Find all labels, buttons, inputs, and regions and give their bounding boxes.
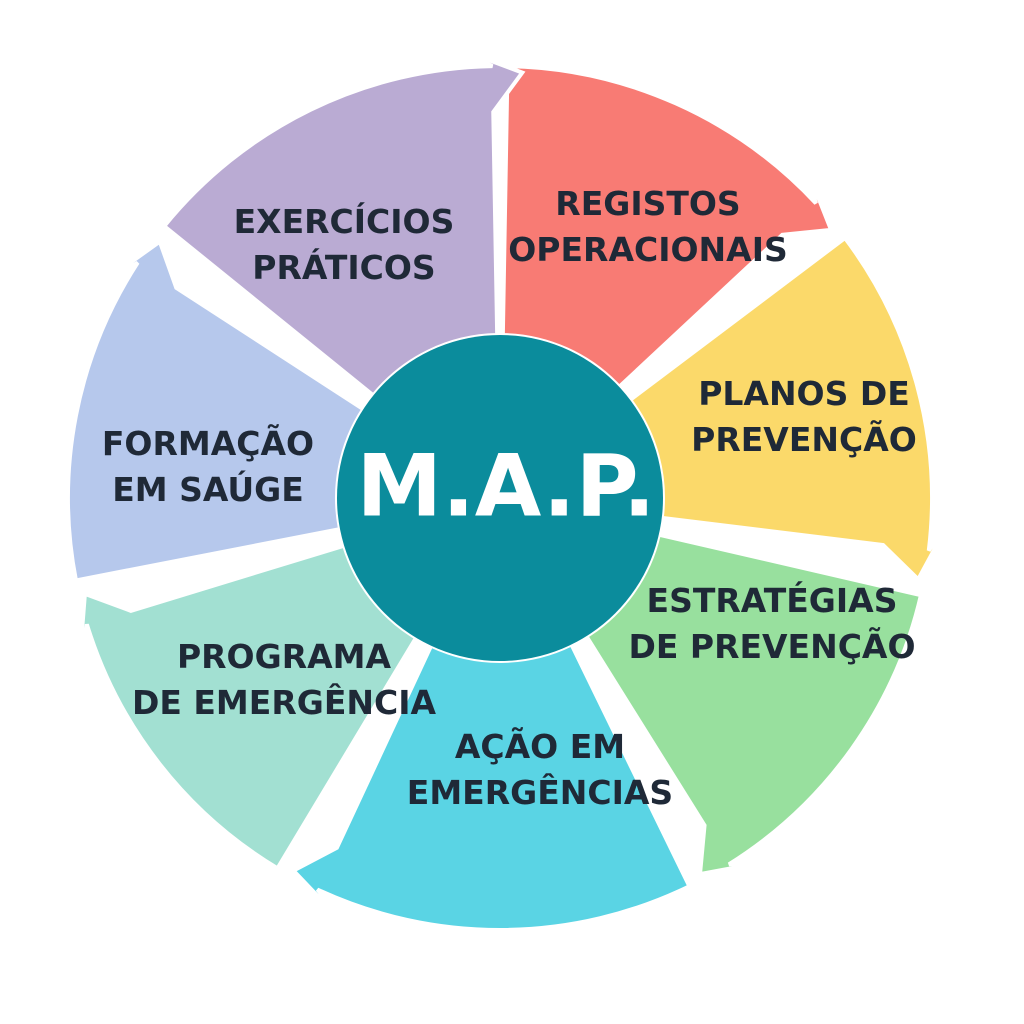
segment-label-line: DE EMERGÊNCIA [132,682,437,722]
segment-label-programa: PROGRAMA DE EMERGÊNCIA [132,637,437,722]
segment-label-acao: AÇÃO EM EMERGÊNCIAS [407,726,673,812]
segment-label-line: EM SAÚGE [112,469,304,509]
segment-label-line: PROGRAMA [177,637,392,676]
segment-label-line: DE PREVENÇÃO [628,626,915,666]
segment-label-estrategias: ESTRATÉGIAS DE PREVENÇÃO [628,580,915,666]
segment-label-line: AÇÃO EM [455,726,625,766]
labels-layer: REGISTOS OPERACIONAIS PLANOS DE PREVENÇÃO ES… [102,184,917,812]
segment-label-line: PREVENÇÃO [691,419,917,459]
segment-label-line: REGISTOS [555,184,740,223]
center-title: M.A.P. [357,436,656,536]
segments-layer [66,41,960,933]
segment-label-line: EXERCÍCIOS [234,201,455,241]
segment-label-line: ESTRATÉGIAS [647,580,898,620]
segment-label-registos: REGISTOS OPERACIONAIS [508,184,788,269]
segment-label-line: EMERGÊNCIAS [407,772,673,812]
segment-label-line: OPERACIONAIS [508,230,788,269]
center-hub [337,335,663,661]
segment-label-line: FORMAÇÃO [102,423,314,463]
segment-label-planos: PLANOS DE PREVENÇÃO [691,374,917,459]
segment-label-line: PRÁTICOS [252,247,435,287]
segment-label-exercicios: EXERCÍCIOS PRÁTICOS [234,201,455,287]
segment-label-formacao: FORMAÇÃO EM SAÚGE [102,423,314,509]
segment-label-line: PLANOS DE [698,374,910,413]
